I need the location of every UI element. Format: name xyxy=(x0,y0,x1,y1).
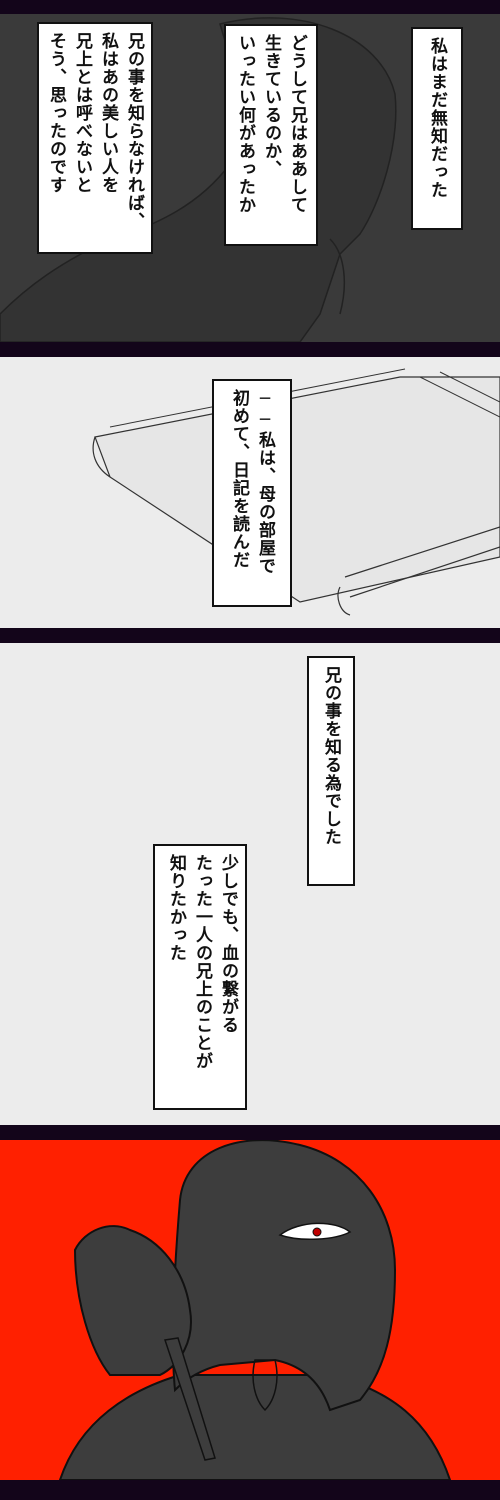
caption-line: どうして兄はああして xyxy=(287,34,307,214)
diary-book-art xyxy=(92,368,500,616)
caption-line: 私はまだ無知だった xyxy=(427,37,447,199)
caption-box-2: ──私は、母の部屋で 初めて、日記を読んだ xyxy=(212,379,292,607)
panel-2: ──私は、母の部屋で 初めて、日記を読んだ xyxy=(0,357,500,628)
caption-box-1-middle: どうして兄はああして 生きているのか、 いったい何があったか xyxy=(224,24,318,246)
panel-1: 私はまだ無知だった どうして兄はああして 生きているのか、 いったい何があったか… xyxy=(0,14,500,342)
caption-line: ──私は、母の部屋で xyxy=(255,389,275,575)
caption-line: そう、思ったのです xyxy=(46,32,66,194)
caption-line: 兄の事を知らなければ、 xyxy=(124,32,144,230)
caption-box-1-right: 私はまだ無知だった xyxy=(411,27,463,230)
caption-line: 私はあの美しい人を xyxy=(98,32,118,194)
caption-line: 兄の事を知る為でした xyxy=(321,666,341,846)
panel-3: 兄の事を知る為でした 少しでも、血の繋がる たった一人の兄上のことが 知りたかっ… xyxy=(0,643,500,1125)
caption-line: たった一人の兄上のことが xyxy=(192,854,212,1070)
caption-line: いったい何があったか xyxy=(235,34,255,214)
caption-line: 少しでも、血の繋がる xyxy=(218,854,238,1034)
panel-4 xyxy=(0,1140,500,1480)
caption-box-3-lower: 少しでも、血の繋がる たった一人の兄上のことが 知りたかった xyxy=(153,844,247,1110)
caption-line: 兄上とは呼べないと xyxy=(72,32,92,194)
figure-with-knife-art xyxy=(58,1140,452,1480)
caption-line: 生きているのか、 xyxy=(261,34,281,178)
caption-line: 初めて、日記を読んだ xyxy=(229,389,249,569)
caption-box-3-upper: 兄の事を知る為でした xyxy=(307,656,355,886)
caption-line: 知りたかった xyxy=(166,854,186,962)
caption-box-1-left: 兄の事を知らなければ、 私はあの美しい人を 兄上とは呼べないと そう、思ったので… xyxy=(37,22,153,254)
